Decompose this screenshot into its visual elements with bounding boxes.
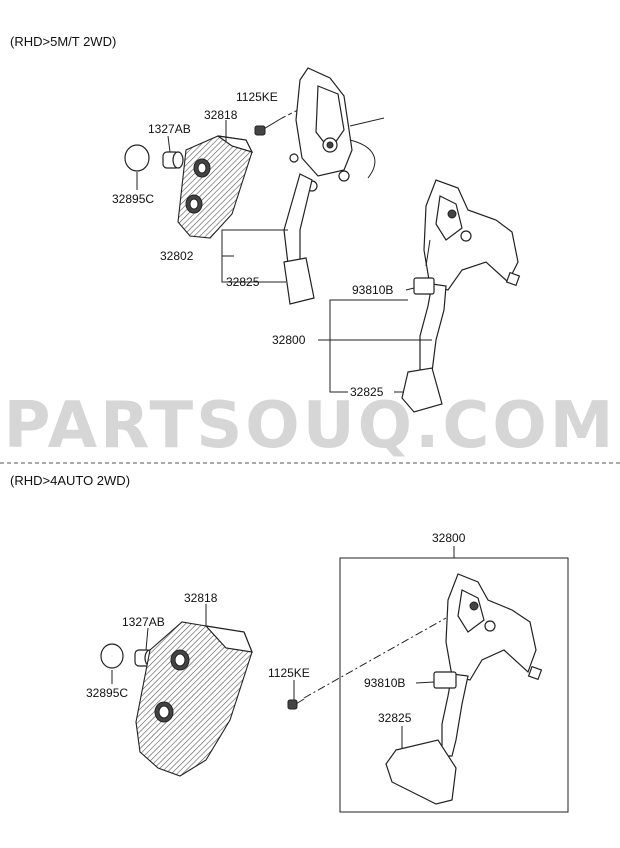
label-1125ke-auto: 1125KE bbox=[268, 666, 310, 680]
clutch-pedal-32802 bbox=[283, 67, 385, 305]
bolt-1125ke bbox=[254, 109, 299, 136]
nut-1327ab bbox=[162, 151, 184, 169]
cap-32895c bbox=[124, 144, 150, 172]
cap-32895c-auto bbox=[100, 643, 124, 669]
label-32825-a-manual: 32825 bbox=[226, 275, 260, 289]
brake-pedal-32800-auto bbox=[385, 573, 543, 805]
label-32895c-manual: 32895C bbox=[112, 192, 154, 206]
label-1327ab-auto: 1327AB bbox=[122, 615, 165, 629]
label-93810b-auto: 93810B bbox=[364, 676, 405, 690]
label-32825-b-manual: 32825 bbox=[350, 385, 384, 399]
label-93810b-manual: 93810B bbox=[352, 283, 393, 297]
label-32895c-auto: 32895C bbox=[86, 686, 128, 700]
label-32800-manual: 32800 bbox=[272, 333, 306, 347]
label-32800-auto: 32800 bbox=[432, 531, 466, 545]
leader-lines-auto bbox=[111, 604, 435, 748]
label-32818-auto: 32818 bbox=[184, 591, 218, 605]
section-title-auto: (RHD>4AUTO 2WD) bbox=[10, 473, 130, 488]
label-32802-manual: 32802 bbox=[160, 249, 194, 263]
leader-lines-manual bbox=[136, 120, 432, 393]
label-32825-auto: 32825 bbox=[378, 711, 412, 725]
bolt-1125ke-auto bbox=[287, 698, 305, 710]
watermark: PARTSOUQ.COM bbox=[4, 389, 617, 463]
brake-pedal-32800-manual bbox=[401, 179, 521, 413]
label-1125ke-manual: 1125KE bbox=[236, 90, 278, 104]
label-1327ab-manual: 1327AB bbox=[148, 122, 191, 136]
pedal-bracket-32818 bbox=[177, 135, 254, 239]
dash-dot-line bbox=[303, 617, 447, 699]
pedal-bracket-32818-auto bbox=[135, 621, 253, 777]
section-title-manual: (RHD>5M/T 2WD) bbox=[10, 34, 116, 49]
label-32818-manual: 32818 bbox=[204, 108, 238, 122]
